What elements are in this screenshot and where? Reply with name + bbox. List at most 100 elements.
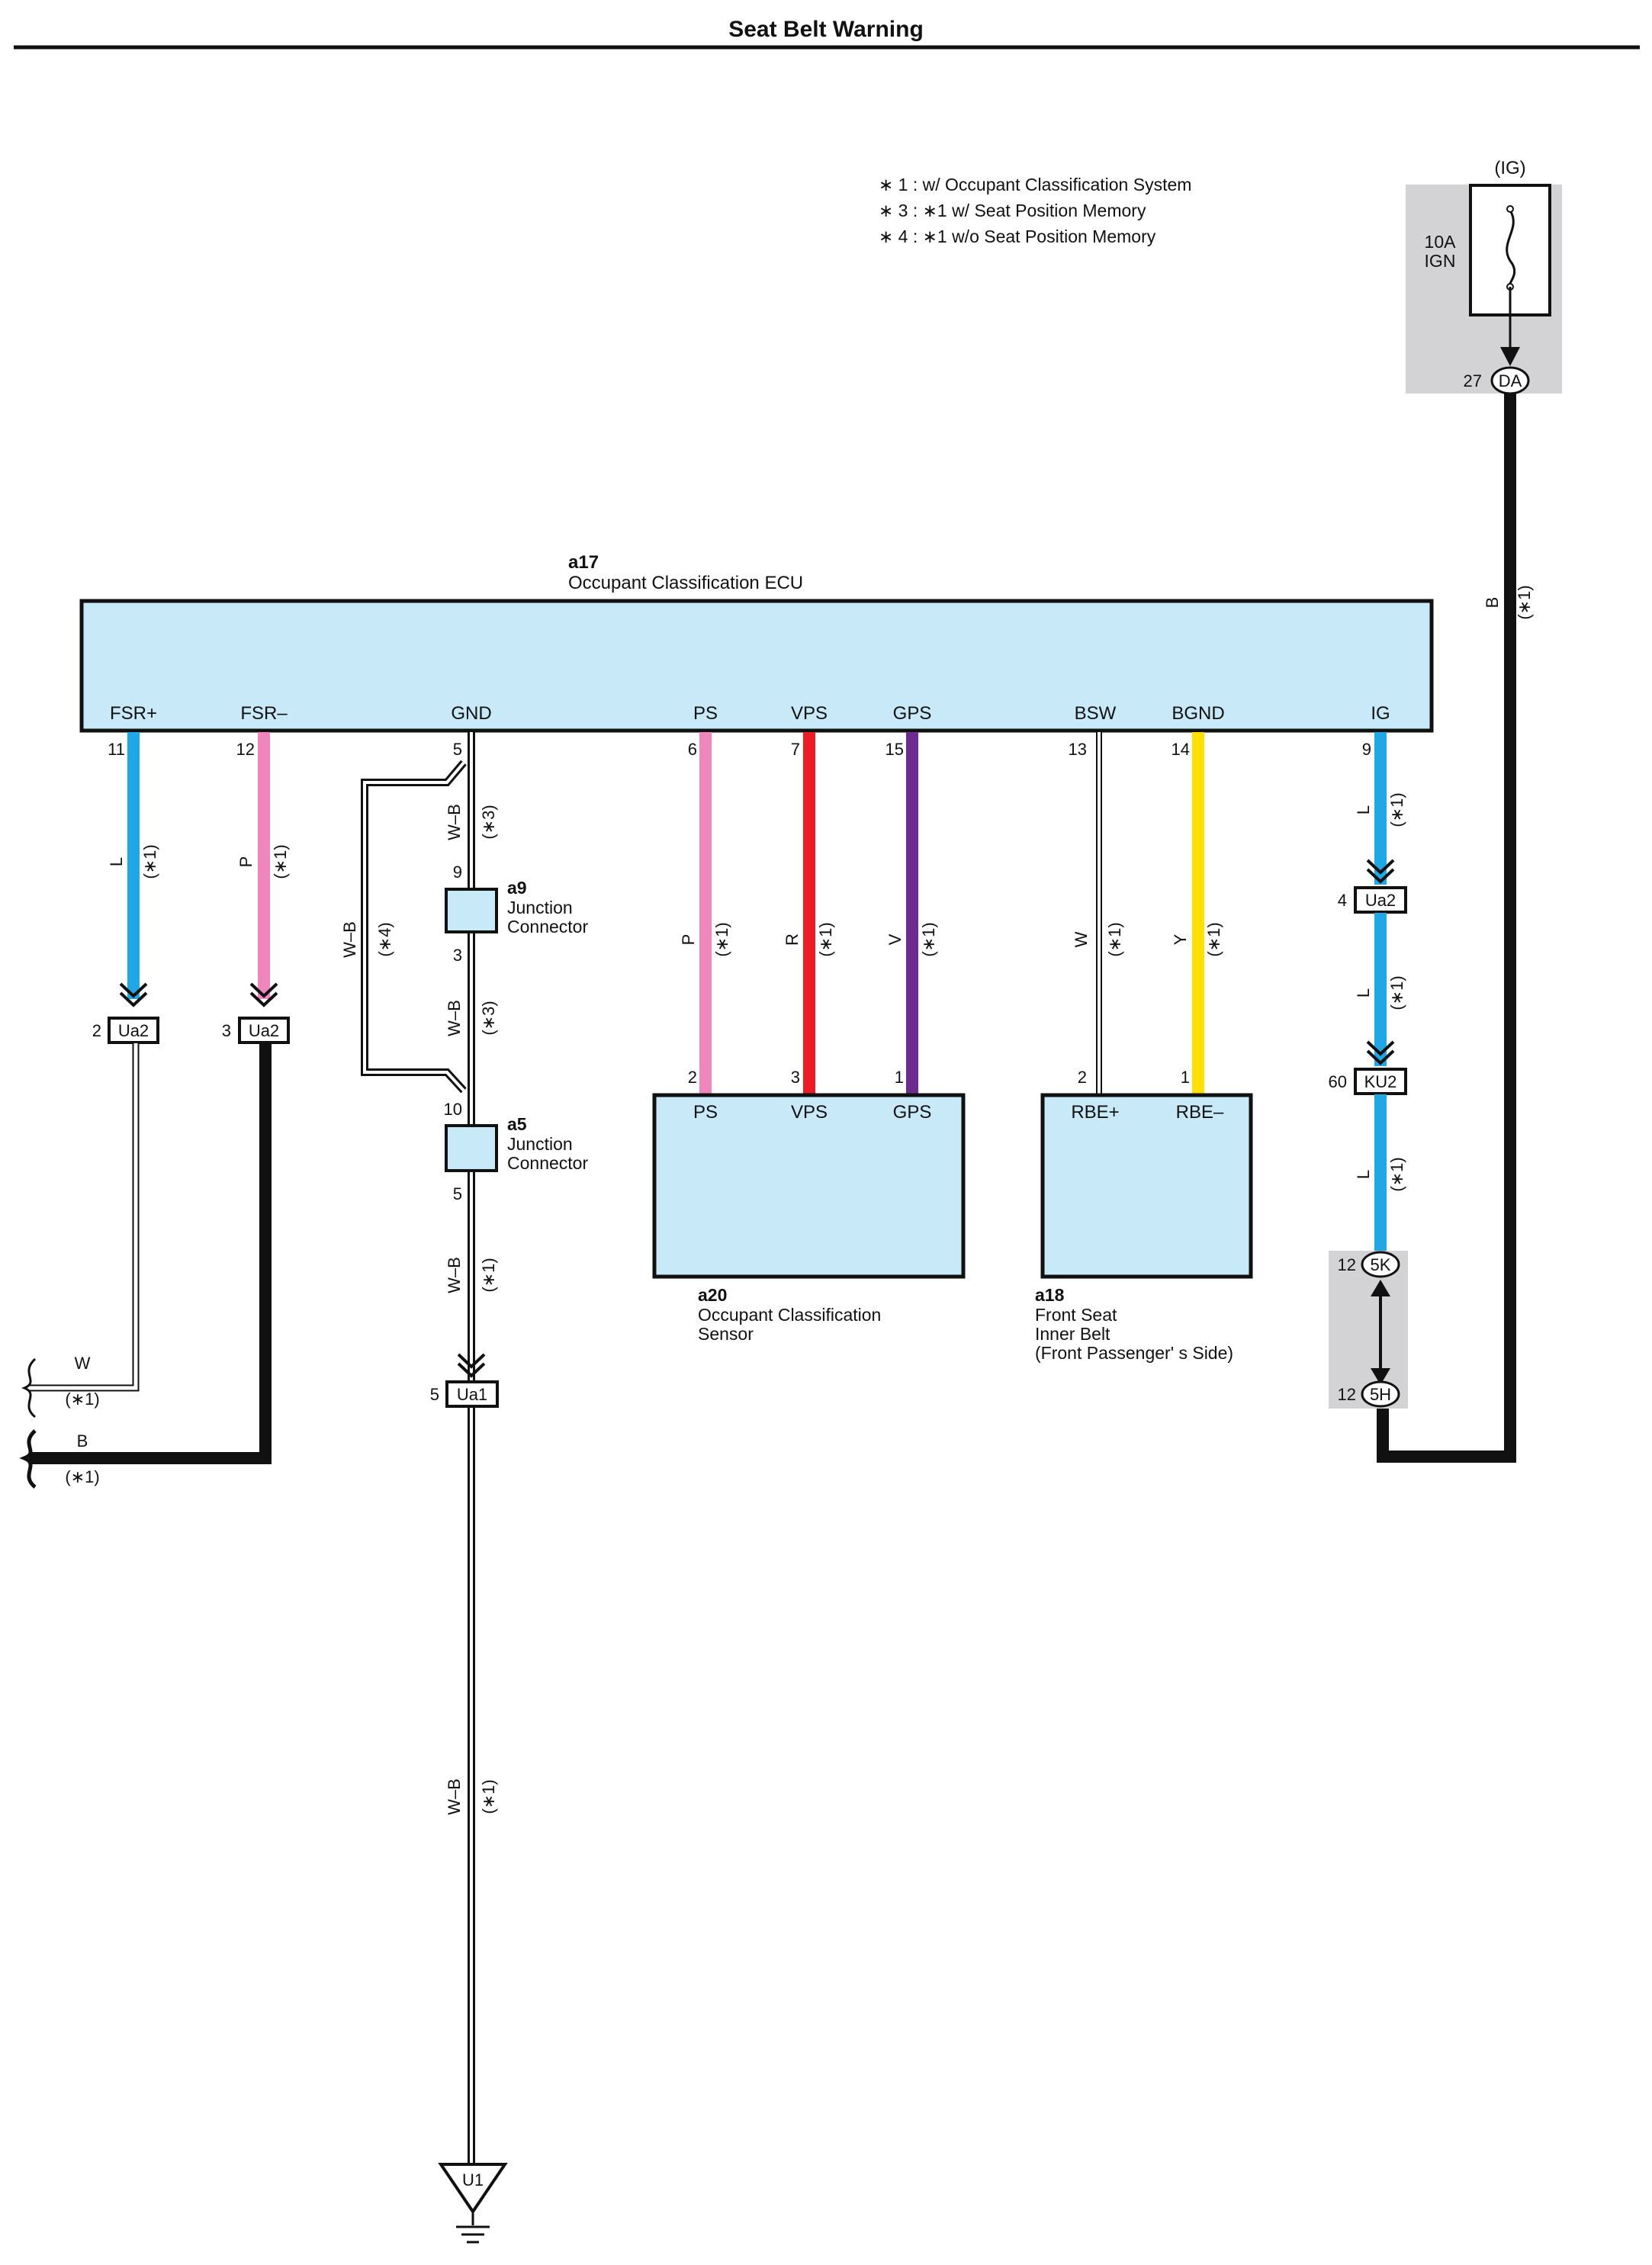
sensor-a20-terminal-gps: GPS: [893, 1102, 932, 1123]
ps-wire-color: P: [679, 934, 698, 946]
out-w-note: (∗1): [65, 1390, 99, 1409]
connector-ku2-pin: 60: [1329, 1072, 1347, 1091]
note-1: ∗ 1 : w/ Occupant Classification System: [879, 175, 1191, 194]
connector-5k-label: 5K: [1371, 1255, 1391, 1274]
connector-da-pin: 27: [1464, 371, 1482, 390]
ig-wire-2-note: (∗1): [1387, 975, 1406, 1010]
ecu-pin-fsrp: 11: [108, 740, 125, 759]
connector-5h: [1361, 1380, 1400, 1408]
out-b-note: (∗1): [65, 1467, 99, 1486]
fsrp-wire-color: L: [107, 857, 126, 866]
ecu-terminal-vps: VPS: [791, 703, 828, 724]
gnd-bypass-note: (∗4): [375, 922, 394, 956]
connector-ku2-label: KU2: [1364, 1072, 1397, 1091]
connector-5h-pin: 12: [1338, 1385, 1356, 1404]
gps-wire-color: V: [885, 933, 905, 945]
sensor-a20-pin-vps: 3: [791, 1068, 800, 1087]
gnd-mid-color: W–B: [445, 1000, 464, 1036]
connector-ua2-ig-label: Ua2: [1365, 891, 1396, 910]
sensor-a20: 2 3 1 PS VPS GPS a20 Occupant Classifica…: [652, 1068, 966, 1344]
ecu-terminal-ps: PS: [693, 703, 718, 724]
out-w-wire-core: [29, 1043, 138, 1390]
junction-a5-name2: Connector: [507, 1153, 588, 1173]
ecu-terminal-gnd: GND: [451, 703, 491, 724]
connector-ua2-fsrm: [238, 1017, 290, 1044]
junction-a5-id: a5: [507, 1114, 527, 1134]
ku2-chevron2-icon: [1366, 1049, 1395, 1065]
junction-a9-name2: Connector: [507, 917, 588, 937]
sensor-a20-terminal-ps: PS: [693, 1102, 718, 1123]
connector-5k-arrow-icon: [1371, 1280, 1390, 1296]
ecu-terminals: FSR+ FSR– GND PS VPS GPS BSW BGND IG: [110, 703, 1390, 724]
fuse-icon: [1506, 210, 1516, 288]
junction-a9: 9 3 a9 Junction Connector: [445, 863, 588, 965]
fsrp-wire-note: (∗1): [140, 844, 159, 879]
junction-a5-pin-bottom: 5: [453, 1184, 462, 1203]
belt-a18-id: a18: [1035, 1285, 1065, 1305]
main-b-note: (∗1): [1515, 585, 1534, 619]
sensor-a20-terminal-vps: VPS: [791, 1102, 828, 1123]
sensor-a20-box: [652, 1093, 966, 1279]
ecu-pin-vps: 7: [791, 740, 800, 759]
ecu-terminal-fsrp: FSR+: [110, 703, 157, 724]
out-w-break-icon: [21, 1357, 37, 1418]
connector-ua2-fsrm-label: Ua2: [249, 1021, 279, 1040]
diagram-title: Seat Belt Warning: [728, 17, 924, 42]
junction-a9-id: a9: [507, 878, 527, 898]
connector-ua2-fsrp-label: Ua2: [118, 1021, 149, 1040]
gnd-top-note: (∗3): [479, 805, 498, 839]
bsw-wire-color: W: [1072, 931, 1091, 947]
gnd-top-color: W–B: [445, 804, 464, 840]
ig-wire-3-note: (∗1): [1387, 1157, 1406, 1191]
bsw-wire-note: (∗1): [1105, 922, 1124, 956]
note-3: ∗ 3 : ∗1 w/ Seat Position Memory: [879, 201, 1146, 220]
vps-wire-color: R: [783, 933, 802, 946]
sensor-a20-id: a20: [698, 1285, 727, 1305]
gnd-bypass-core: [363, 761, 465, 1092]
sensor-a20-pin-ps: 2: [688, 1068, 697, 1087]
belt-a18-name3: (Front Passenger' s Side): [1035, 1343, 1233, 1363]
ground-label: U1: [462, 2170, 484, 2190]
connector-5h-label: 5H: [1370, 1385, 1391, 1404]
junction-a5-pin-top: 10: [444, 1100, 462, 1119]
junction-a5-box: [445, 1124, 498, 1172]
ig-wire-1-note: (∗1): [1387, 792, 1406, 827]
fuse-block: (IG) 10A IGN DA 27: [1406, 158, 1562, 395]
connector-5k-5h-shade: [1329, 1251, 1408, 1409]
ua2-ig-chevron2-icon: [1366, 868, 1395, 884]
gnd-bottom-color: W–B: [445, 1778, 464, 1815]
ecu-terminal-bsw: BSW: [1075, 703, 1117, 724]
connector-ua2-fsrp: [108, 1017, 159, 1044]
connector-5h-arrow-icon: [1371, 1368, 1390, 1385]
connector-da-label: DA: [1499, 371, 1522, 390]
ecu-pins: 11 12 5 6 7 15 13 14 9: [108, 740, 1371, 759]
vps-wire-note: (∗1): [816, 922, 835, 956]
fsrp-chevron-icon: [119, 982, 148, 998]
ground-u1: U1: [438, 2163, 508, 2244]
out-b-color: B: [77, 1431, 88, 1451]
gnd-mid-note: (∗3): [479, 1001, 498, 1035]
ecu-pin-gps: 15: [885, 740, 904, 759]
belt-a18-terminal-rbem: RBE–: [1176, 1102, 1224, 1123]
ua1-chevron-icon: [457, 1353, 486, 1369]
connector-5k-pin: 12: [1338, 1255, 1356, 1274]
connector-ua2-ig-pin: 4: [1338, 891, 1347, 910]
junction-a9-box: [445, 888, 498, 933]
note-4: ∗ 4 : ∗1 w/o Seat Position Memory: [879, 226, 1156, 246]
belt-a18-box: [1040, 1093, 1253, 1279]
connector-5k-5h: 5K 12 5H 12: [1329, 1251, 1408, 1409]
fuse-name: IGN: [1425, 251, 1456, 271]
gnd-bypass-color: W–B: [340, 921, 359, 958]
belt-a18-pin-rbem: 1: [1181, 1068, 1190, 1087]
junction-a9-pin-bottom: 3: [453, 946, 462, 965]
ua2-ig-chevron-icon: [1366, 859, 1395, 875]
ps-wire-note: (∗1): [712, 922, 731, 956]
connector-ua1-pin: 5: [430, 1385, 439, 1404]
fuse-rating: 10A: [1425, 232, 1457, 252]
gnd-bottom-note: (∗1): [479, 1779, 498, 1814]
belt-a18-name2: Inner Belt: [1035, 1324, 1110, 1344]
ecu-pin-ps: 6: [688, 740, 697, 759]
sensor-a20-pin-gps: 1: [895, 1068, 904, 1087]
connector-ua1-label: Ua1: [457, 1385, 487, 1404]
sensor-a20-name1: Occupant Classification: [698, 1305, 881, 1325]
